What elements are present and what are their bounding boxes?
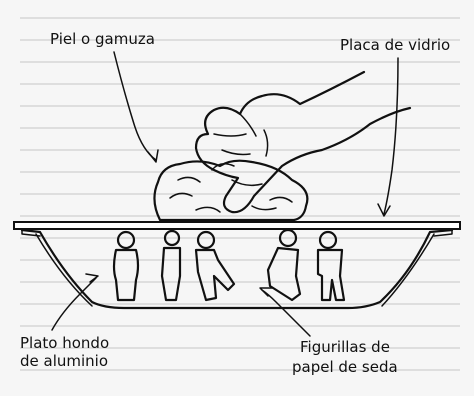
paper-figures-group [112,228,346,302]
label-glass-plate: Placa de vidrio [340,36,450,54]
paper-figure-icon [194,230,236,302]
chamois-cloth-icon [153,159,309,222]
paper-figure-icon [266,228,302,302]
label-plate-line2: de aluminio [20,352,108,370]
label-figures-line1: Figurillas de [300,338,390,356]
background-text-texture [20,17,460,371]
paper-figure-icon [112,230,140,302]
leader-arrows [51,51,399,337]
label-skin: Piel o gamuza [50,30,155,48]
paper-figure-icon [316,230,346,302]
paper-figure-icon [160,229,182,302]
hand-icon [194,70,412,214]
aluminum-bowl-icon [20,228,454,310]
label-plate-line1: Plato hondo [20,334,109,352]
glass-plate-icon [13,221,461,230]
label-figures-line2: papel de seda [292,358,398,376]
